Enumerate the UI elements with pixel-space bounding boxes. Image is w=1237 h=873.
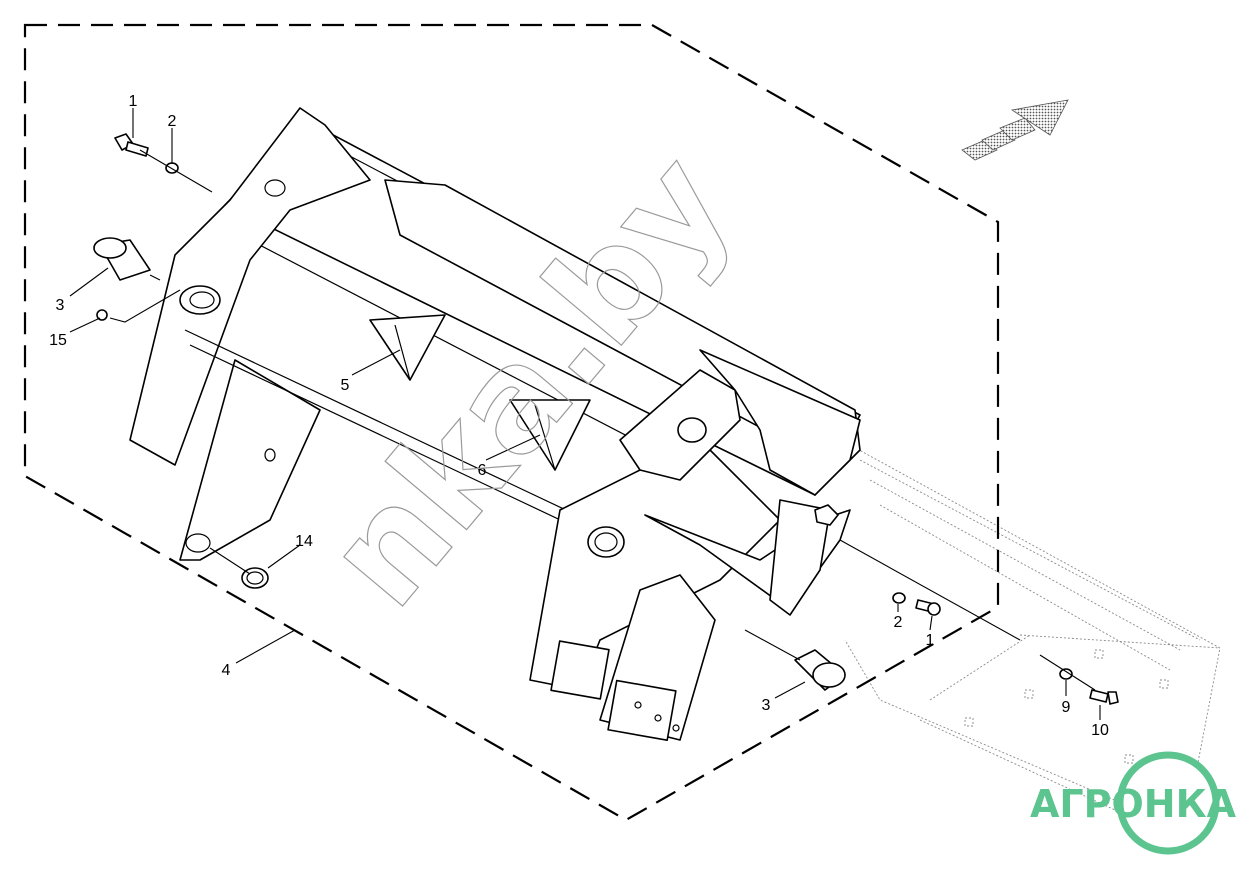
bushing-left xyxy=(93,237,221,315)
label-part-1: 1 xyxy=(129,93,138,110)
label-part-5: 5 xyxy=(341,377,350,394)
wear-plate-5 xyxy=(369,314,446,381)
washer-2-right xyxy=(892,592,906,604)
frame-body xyxy=(129,107,861,741)
logo-circle xyxy=(1116,751,1220,855)
label-part-6: 6 xyxy=(478,462,487,479)
assembly-boundary xyxy=(23,23,1000,822)
bolt-1-right xyxy=(915,599,941,616)
label-part-1-right: 1 xyxy=(926,632,935,649)
label-part-2-right: 2 xyxy=(894,614,903,631)
bolt-1-left xyxy=(114,133,149,157)
label-part-2: 2 xyxy=(168,113,177,130)
label-part-4: 4 xyxy=(222,662,231,679)
label-part-3-right: 3 xyxy=(762,697,771,714)
part-labels: 1 2 3 15 5 6 14 4 2 1 3 9 10 xyxy=(49,93,1109,739)
wear-plate-6 xyxy=(509,399,591,471)
bushing-right xyxy=(794,649,846,691)
assembly-lines xyxy=(109,149,1096,691)
logo: АГРОНКА xyxy=(1030,751,1237,855)
washer-9 xyxy=(1059,668,1073,680)
label-part-10: 10 xyxy=(1091,722,1109,739)
grease-fitting-15 xyxy=(96,309,108,321)
label-part-14: 14 xyxy=(295,533,313,550)
direction-arrow-icon xyxy=(961,99,1069,161)
logo-text: АГРОНКА xyxy=(1030,782,1237,826)
label-leaders xyxy=(69,108,1101,720)
label-part-15: 15 xyxy=(49,332,67,349)
label-part-3: 3 xyxy=(56,297,65,314)
bolt-10 xyxy=(1089,689,1119,705)
adjacent-assembly-ghost xyxy=(844,444,1221,841)
label-part-9: 9 xyxy=(1062,699,1071,716)
